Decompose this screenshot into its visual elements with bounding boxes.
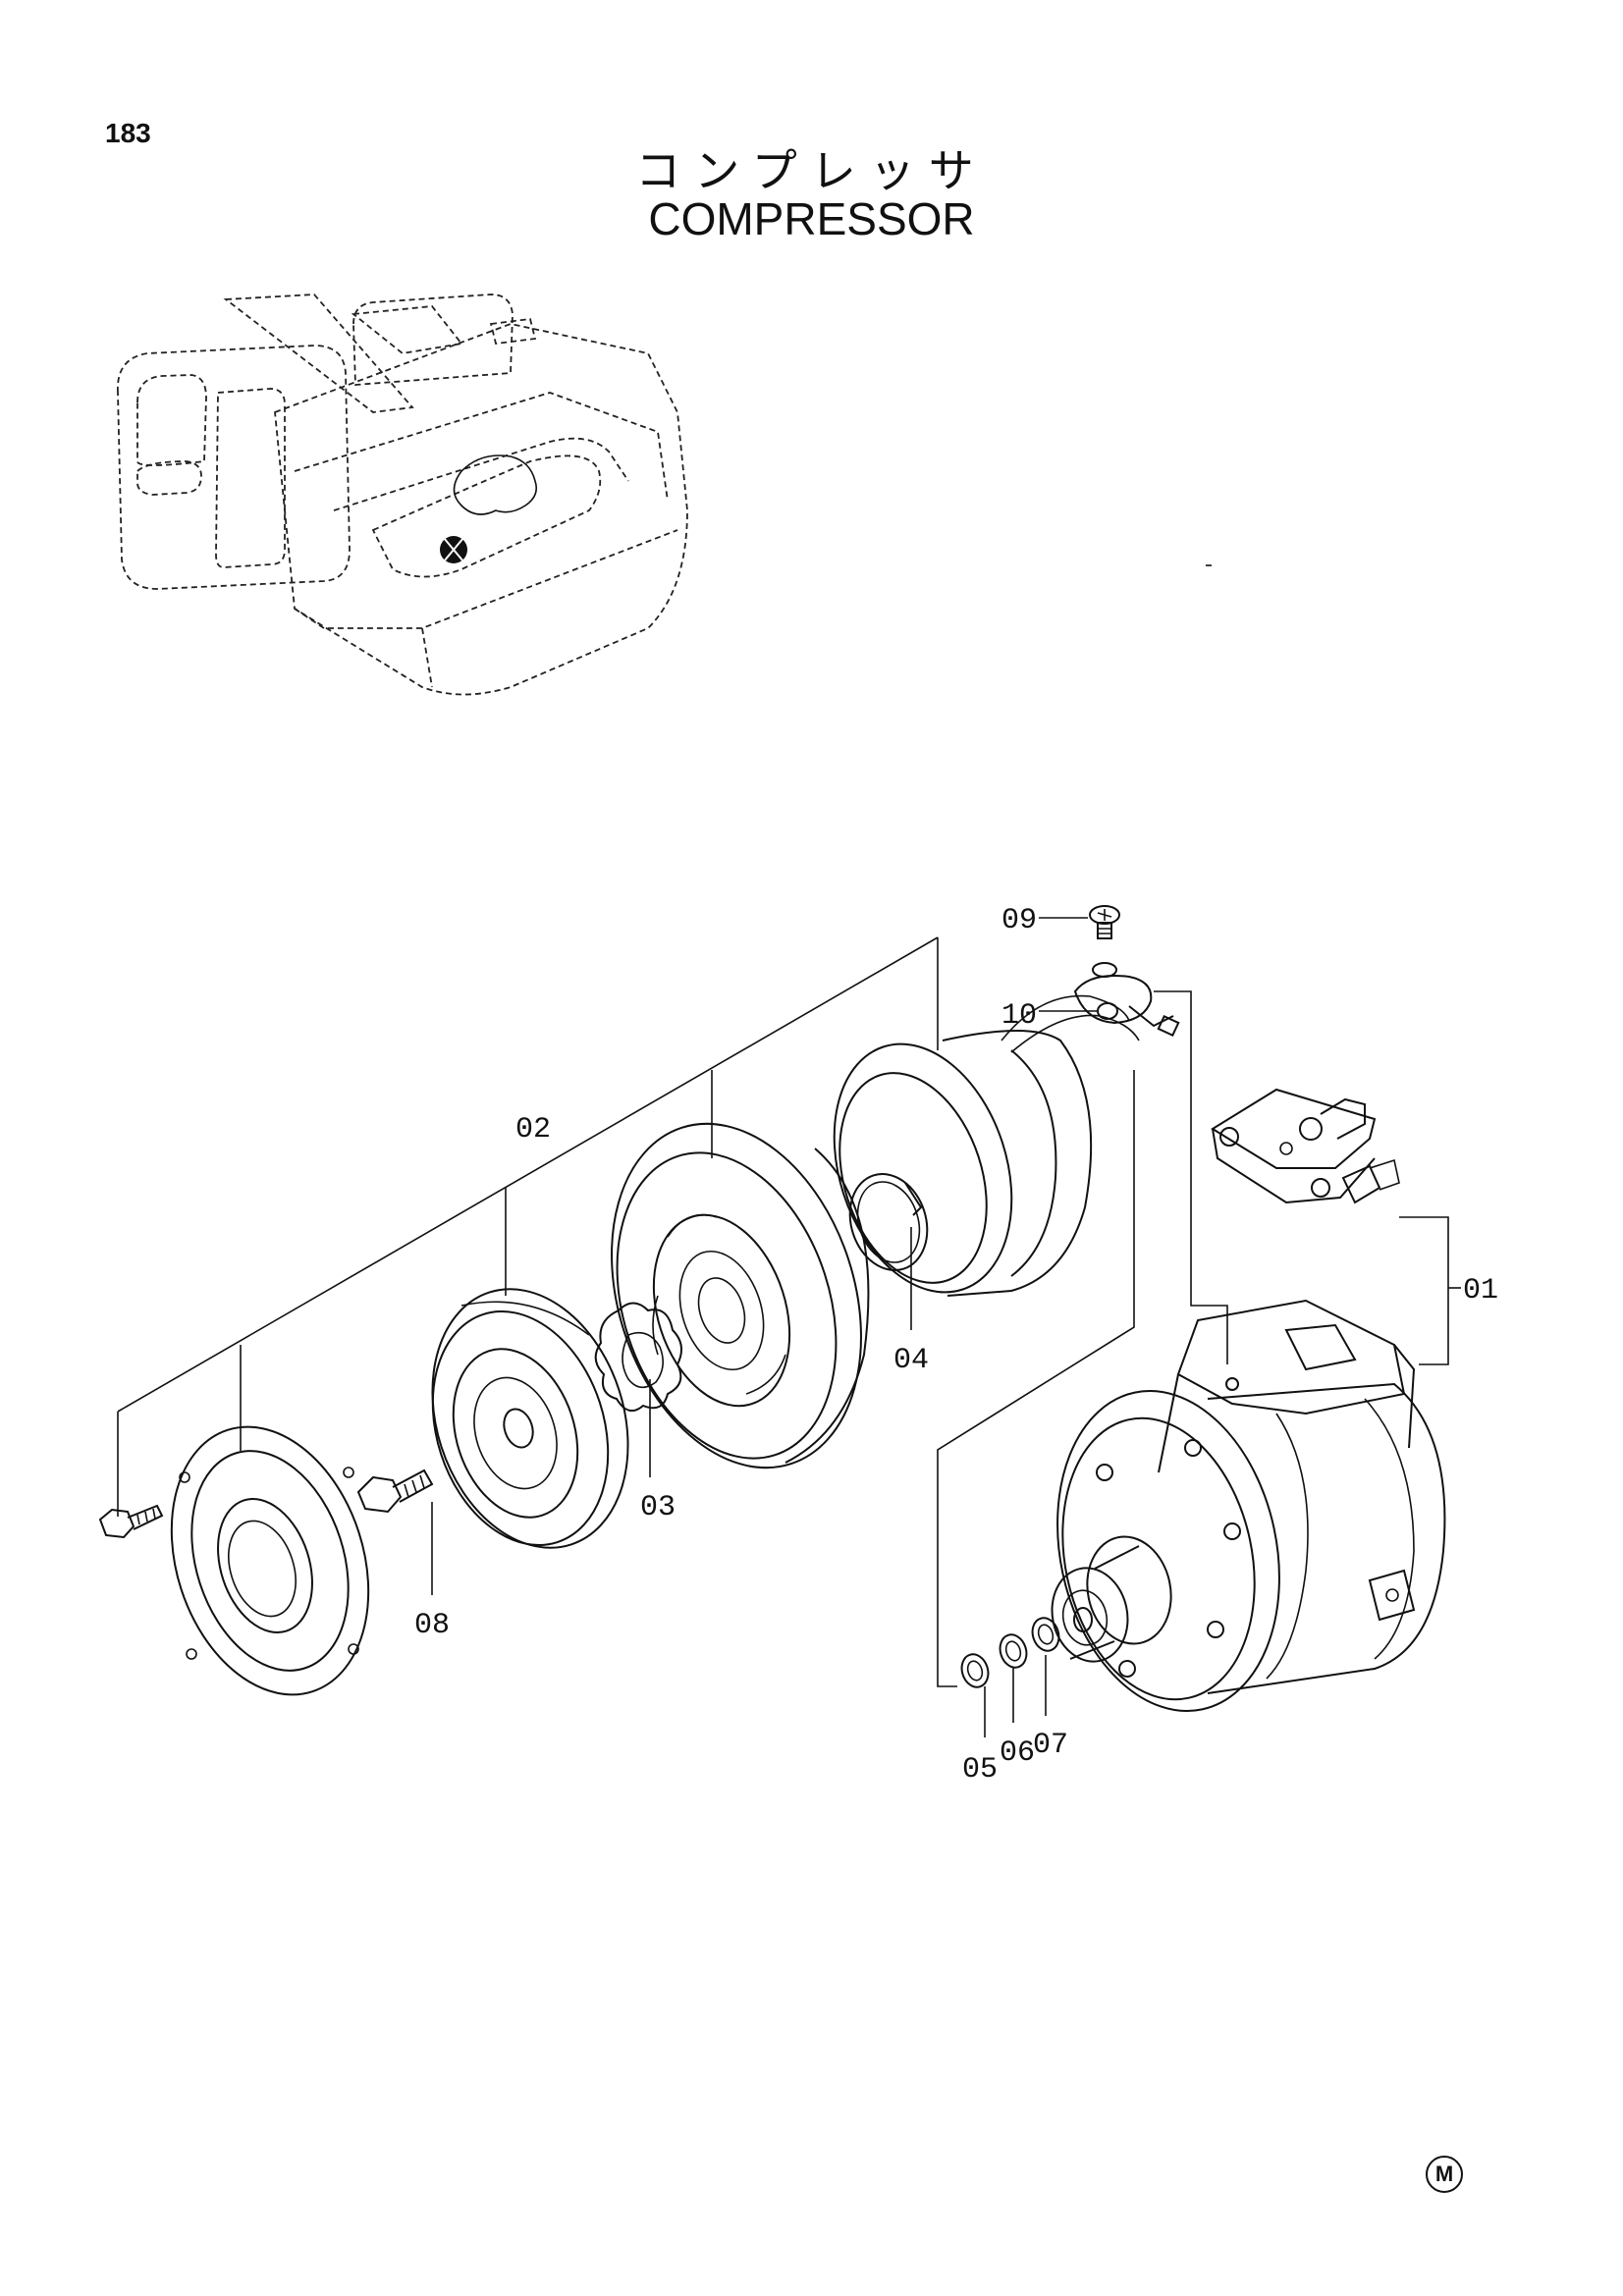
clutch-hub (431, 1288, 629, 1549)
bolt-08 (356, 1468, 434, 1514)
o-ring-06 (999, 1633, 1028, 1669)
callout-08[interactable]: 08 (414, 1609, 450, 1642)
callout-04[interactable]: 04 (893, 1344, 929, 1377)
callout-01[interactable]: 01 (1463, 1274, 1498, 1308)
bolt-left (98, 1504, 164, 1539)
o-ring-05 (960, 1653, 990, 1688)
o-ring-07 (1031, 1617, 1060, 1652)
excavator-locator-illustration (117, 294, 688, 696)
leader-lines (117, 917, 1461, 1737)
screw-09 (1089, 905, 1120, 978)
front-plate (170, 1425, 370, 1696)
manual-mark-icon: M (1426, 2156, 1463, 2193)
compressor-body-01 (1051, 1088, 1446, 1713)
callout-05[interactable]: 05 (962, 1753, 998, 1787)
callout-02[interactable]: 02 (515, 1113, 551, 1147)
callout-09[interactable]: 09 (1001, 904, 1037, 937)
shim-03 (594, 1302, 682, 1413)
page-title: COMPRESSOR (648, 193, 975, 244)
field-coil (833, 994, 1140, 1297)
page-number: 183 (105, 118, 151, 148)
callout-07[interactable]: 07 (1033, 1729, 1068, 1762)
clamp-10 (1073, 975, 1180, 1038)
page-title-japanese: コンプレッサ (635, 144, 988, 197)
compressor-location-marker (440, 536, 467, 563)
callout-03[interactable]: 03 (640, 1491, 676, 1524)
callout-10[interactable]: 10 (1001, 999, 1037, 1033)
rotor-pulley (611, 1122, 870, 1469)
callout-06[interactable]: 06 (1000, 1736, 1035, 1770)
